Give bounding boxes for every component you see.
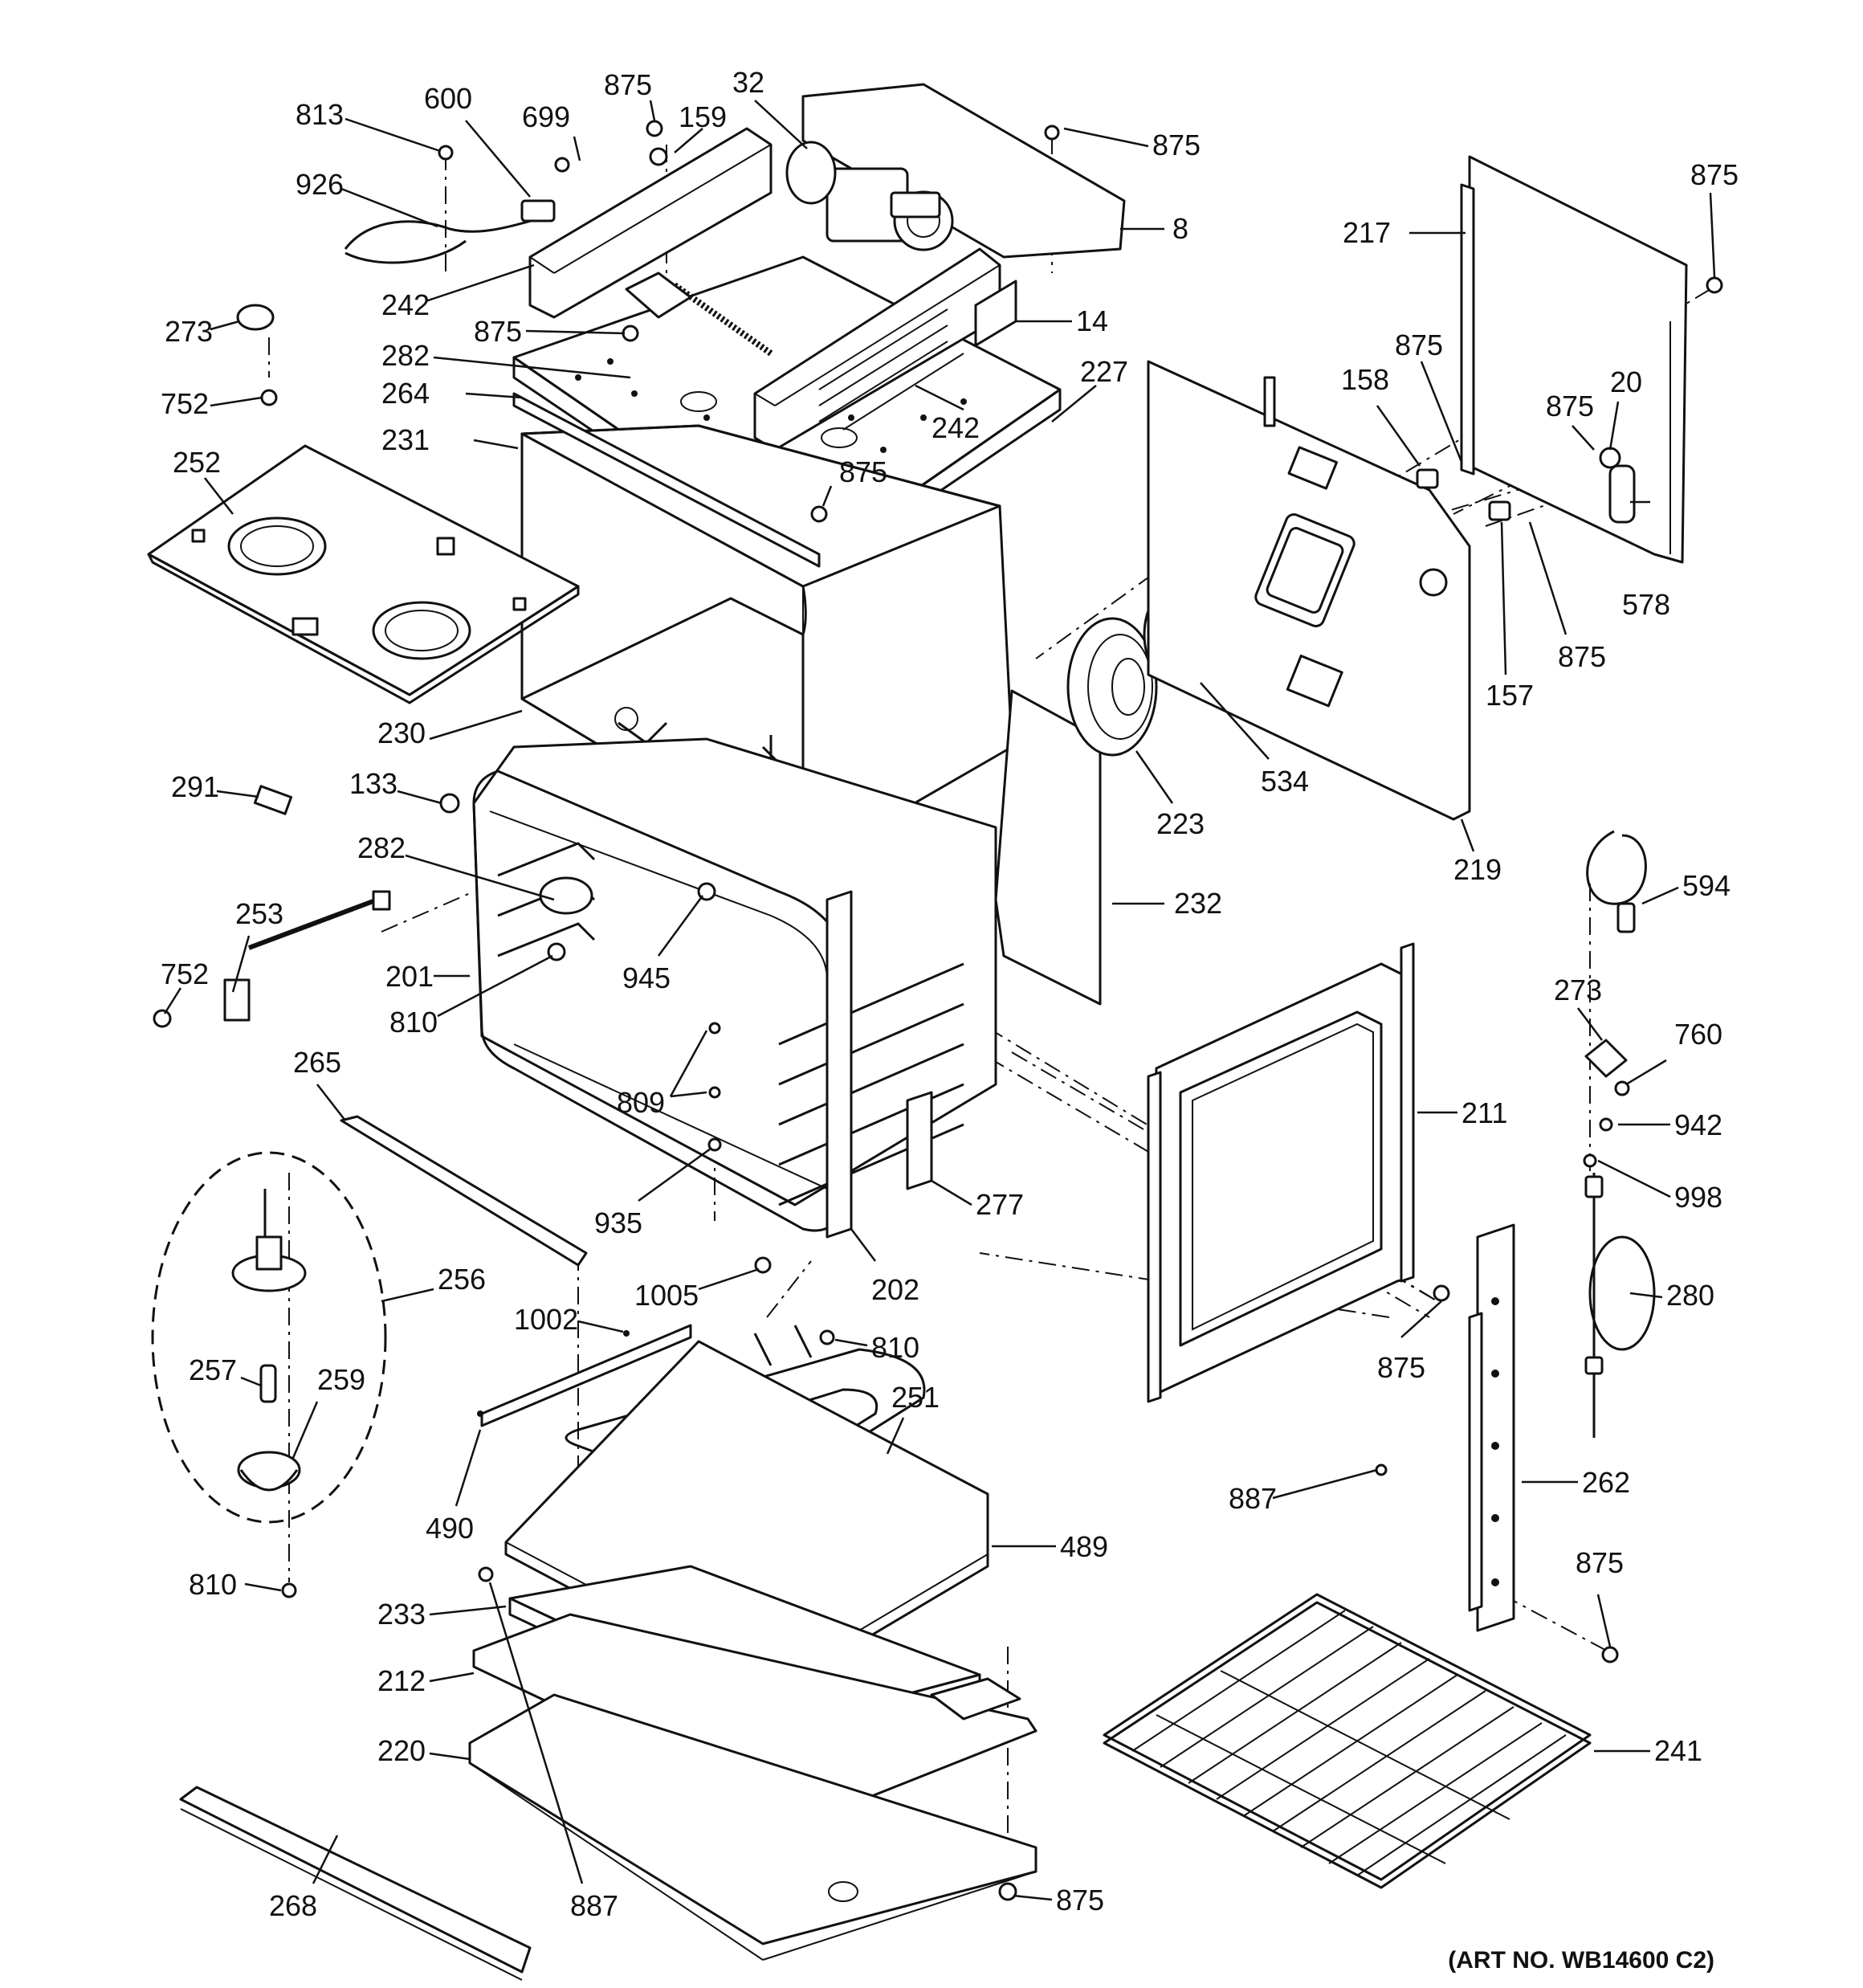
callout-label: 256 bbox=[438, 1263, 486, 1296]
callout-label: 232 bbox=[1174, 887, 1222, 920]
callout-label: 534 bbox=[1261, 765, 1309, 798]
callout-label: 8 bbox=[1172, 212, 1188, 245]
callout-label: 282 bbox=[357, 831, 406, 864]
callout-label: 273 bbox=[1554, 974, 1602, 1006]
callout-label: 227 bbox=[1080, 355, 1128, 388]
callout-label: 998 bbox=[1674, 1181, 1722, 1214]
callout-label: 752 bbox=[161, 387, 209, 420]
thermal-components bbox=[1416, 447, 1636, 524]
callout-label: 262 bbox=[1582, 1466, 1630, 1499]
callout-label: 875 bbox=[1377, 1351, 1425, 1384]
callout-label: 875 bbox=[1546, 390, 1594, 423]
blower-motor bbox=[785, 141, 954, 251]
screws bbox=[153, 120, 1723, 1901]
callout-label: 20 bbox=[1610, 365, 1642, 398]
door-frame bbox=[1147, 942, 1415, 1403]
callout-label: 264 bbox=[381, 377, 430, 410]
callout-label: 231 bbox=[381, 423, 430, 456]
callout-label: 810 bbox=[189, 1568, 237, 1601]
rear-panel bbox=[1147, 360, 1471, 821]
callout-label: 14 bbox=[1076, 304, 1108, 337]
callout-label: 201 bbox=[385, 960, 434, 993]
callout-label: 887 bbox=[1229, 1482, 1277, 1515]
callout-label: 32 bbox=[732, 66, 764, 99]
callout-label: 875 bbox=[474, 315, 522, 348]
callout-labels: 813 600 699 875 159 32 875 8 926 242 14 … bbox=[161, 66, 1739, 1974]
callout-label: 875 bbox=[1395, 329, 1443, 361]
callout-label: 810 bbox=[389, 1006, 438, 1039]
callout-label: 158 bbox=[1341, 363, 1389, 396]
callout-label: 273 bbox=[165, 315, 213, 348]
callout-label: 265 bbox=[293, 1046, 341, 1079]
oven-rack bbox=[1103, 1593, 1592, 1889]
callout-label: 490 bbox=[426, 1512, 474, 1545]
callout-label: 241 bbox=[1654, 1734, 1702, 1767]
art-number: (ART NO. WB14600 C2) bbox=[1448, 1947, 1714, 1974]
callout-label: 489 bbox=[1060, 1530, 1108, 1563]
callout-label: 942 bbox=[1674, 1108, 1722, 1141]
callout-label: 242 bbox=[381, 288, 430, 321]
callout-label: 594 bbox=[1682, 869, 1731, 902]
callout-label: 211 bbox=[1461, 1096, 1507, 1129]
callout-label: 259 bbox=[317, 1363, 365, 1396]
callout-label: 875 bbox=[1152, 129, 1201, 161]
callout-label: 810 bbox=[871, 1331, 919, 1364]
callout-label: 887 bbox=[570, 1889, 618, 1922]
callout-label: 157 bbox=[1486, 679, 1534, 712]
callout-label: 252 bbox=[173, 446, 221, 479]
callout-label: 202 bbox=[871, 1273, 919, 1306]
callout-label: 760 bbox=[1674, 1018, 1722, 1051]
callout-label: 133 bbox=[349, 767, 397, 800]
callout-leaders bbox=[163, 100, 1716, 1901]
callout-label: 875 bbox=[1056, 1884, 1104, 1917]
callout-label: 219 bbox=[1453, 853, 1502, 886]
callout-label: 230 bbox=[377, 716, 426, 749]
top-burner-panel bbox=[147, 444, 580, 704]
callout-label: 1005 bbox=[634, 1279, 699, 1312]
callout-label: 220 bbox=[377, 1734, 426, 1767]
callout-label: 926 bbox=[296, 168, 344, 201]
callout-label: 875 bbox=[1690, 158, 1739, 191]
top-chassis-assembly bbox=[344, 83, 1126, 580]
callout-label: 875 bbox=[1576, 1546, 1624, 1579]
callout-label: 277 bbox=[976, 1188, 1024, 1221]
side-panel bbox=[1460, 155, 1688, 564]
lamp-assembly bbox=[151, 1151, 387, 1524]
callout-label: 578 bbox=[1622, 588, 1670, 621]
callout-label: 233 bbox=[377, 1598, 426, 1631]
callout-label: 935 bbox=[594, 1206, 642, 1239]
callout-label: 251 bbox=[891, 1381, 940, 1414]
callout-label: 945 bbox=[622, 961, 671, 994]
callout-label: 291 bbox=[171, 770, 219, 803]
callout-label: 875 bbox=[604, 68, 652, 101]
callout-label: 268 bbox=[269, 1889, 317, 1922]
callout-label: 257 bbox=[189, 1353, 237, 1386]
callout-label: 1002 bbox=[514, 1303, 578, 1336]
callout-label: 242 bbox=[932, 411, 980, 444]
callout-label: 875 bbox=[839, 455, 887, 488]
callout-label: 699 bbox=[522, 100, 570, 133]
callout-label: 600 bbox=[424, 82, 472, 115]
bottom-panels bbox=[179, 1115, 1037, 1981]
callout-label: 280 bbox=[1666, 1279, 1714, 1312]
callout-label: 282 bbox=[381, 339, 430, 372]
callout-label: 752 bbox=[161, 957, 209, 990]
temperature-probe bbox=[1584, 830, 1656, 1438]
callout-label: 223 bbox=[1156, 807, 1205, 840]
callout-label: 813 bbox=[296, 98, 344, 131]
callout-label: 212 bbox=[377, 1664, 426, 1697]
callout-label: 253 bbox=[235, 897, 283, 930]
callout-label: 159 bbox=[679, 100, 727, 133]
callout-label: 809 bbox=[617, 1086, 665, 1119]
callout-label: 875 bbox=[1558, 640, 1606, 673]
callout-label: 217 bbox=[1343, 216, 1391, 249]
vent-trim bbox=[1468, 1223, 1515, 1632]
